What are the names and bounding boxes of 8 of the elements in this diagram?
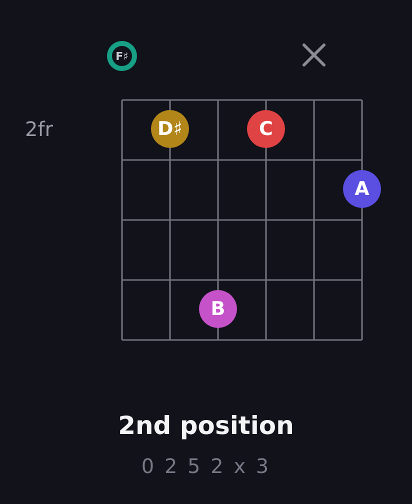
note-dot: A: [343, 170, 381, 208]
fret-number-label: 2fr: [25, 117, 53, 141]
note-dot: D♯: [151, 110, 189, 148]
note-dot: B: [199, 290, 237, 328]
fret-sequence-caption: 0 2 5 2 x 3: [141, 454, 271, 478]
chord-title: 2nd position: [118, 411, 294, 440]
note-dot: C: [247, 110, 285, 148]
open-string-marker: F♯: [107, 41, 137, 71]
